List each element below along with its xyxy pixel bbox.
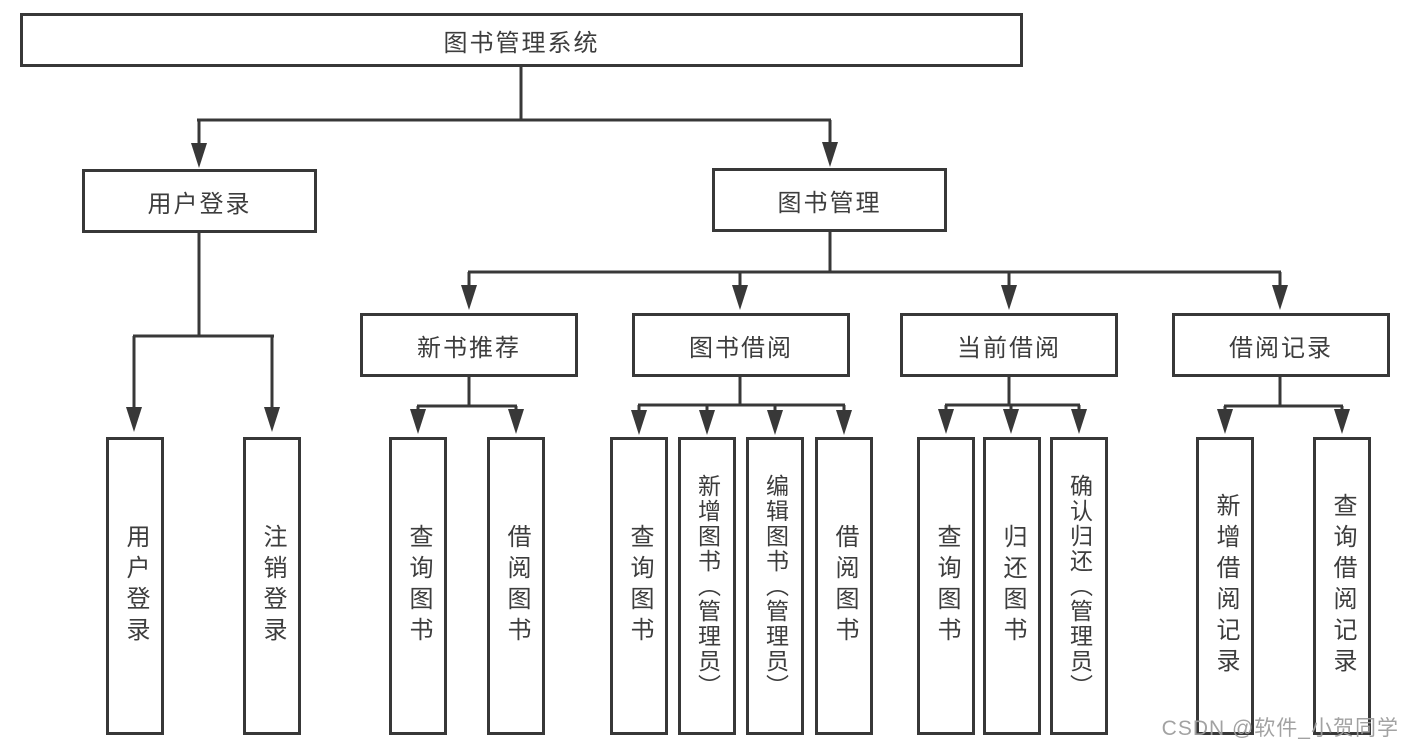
node-label: 借阅记录	[1229, 334, 1333, 362]
node-label: 借阅图书	[503, 524, 530, 648]
connector-arrowhead	[508, 409, 524, 434]
node-label: 图书借阅	[689, 334, 793, 362]
connector-arrowhead	[822, 142, 838, 167]
leaf-add-book-admin: 新增图书（管理员）	[678, 437, 736, 735]
connector-arrowhead	[836, 410, 852, 435]
node-label: 编辑图书（管理员）	[762, 473, 789, 699]
connector-arrowhead	[1272, 285, 1288, 310]
node-root: 图书管理系统	[20, 13, 1023, 67]
leaf-add-borrow-record: 新增借阅记录	[1196, 437, 1254, 735]
node-book-borrowing: 图书借阅	[632, 313, 850, 377]
connector-arrowhead	[461, 285, 477, 310]
node-book-management: 图书管理	[712, 168, 947, 232]
node-label: 查询图书	[933, 524, 960, 648]
leaf-query-books-recommend: 查询图书	[389, 437, 447, 735]
connector-arrowhead	[732, 285, 748, 310]
leaf-edit-book-admin: 编辑图书（管理员）	[746, 437, 804, 735]
csdn-watermark: CSDN @软件_小贺同学	[1161, 717, 1399, 740]
node-label: 图书管理	[777, 189, 882, 217]
leaf-user-login: 用户登录	[106, 437, 164, 735]
leaf-query-books-borrowing: 查询图书	[610, 437, 668, 735]
leaf-borrow-books-recommend: 借阅图书	[487, 437, 545, 735]
connector-arrowhead	[126, 407, 142, 432]
connector-arrowhead	[264, 407, 280, 432]
node-label: 新书推荐	[417, 334, 521, 362]
leaf-query-borrow-record: 查询借阅记录	[1313, 437, 1371, 735]
node-label: 归还图书	[999, 524, 1026, 648]
connector-arrowhead	[410, 409, 426, 434]
connector-arrowhead	[767, 410, 783, 435]
node-borrow-records: 借阅记录	[1172, 313, 1390, 377]
node-label: 用户登录	[147, 190, 252, 218]
node-label: 查询图书	[405, 524, 432, 648]
node-user-login: 用户登录	[82, 169, 317, 233]
node-label: 图书管理系统	[443, 29, 600, 57]
leaf-query-books-current: 查询图书	[917, 437, 975, 735]
node-current-borrowing: 当前借阅	[900, 313, 1118, 377]
node-label: 查询图书	[626, 524, 653, 648]
connector-arrowhead	[938, 409, 954, 434]
node-label: 新增借阅记录	[1212, 493, 1239, 679]
node-label: 查询借阅记录	[1329, 493, 1356, 679]
leaf-borrow-books-borrowing: 借阅图书	[815, 437, 873, 735]
connector-arrowhead	[1071, 409, 1087, 434]
connector-arrowhead	[699, 410, 715, 435]
node-label: 注销登录	[259, 524, 286, 648]
leaf-logout: 注销登录	[243, 437, 301, 735]
connector-arrowhead	[1334, 409, 1350, 434]
node-label: 当前借阅	[957, 334, 1061, 362]
node-label: 用户登录	[122, 524, 149, 648]
node-label: 新增图书（管理员）	[694, 473, 721, 699]
connector-arrowhead	[631, 410, 647, 435]
connector-arrowhead	[1001, 285, 1017, 310]
connector-arrowhead	[1003, 409, 1019, 434]
leaf-return-books: 归还图书	[983, 437, 1041, 735]
node-label: 确认归还（管理员）	[1066, 473, 1093, 699]
leaf-confirm-return-admin: 确认归还（管理员）	[1050, 437, 1108, 735]
node-new-book-recommend: 新书推荐	[360, 313, 578, 377]
node-label: 借阅图书	[831, 524, 858, 648]
connector-arrowhead	[1217, 409, 1233, 434]
connector-arrowhead	[191, 143, 207, 168]
